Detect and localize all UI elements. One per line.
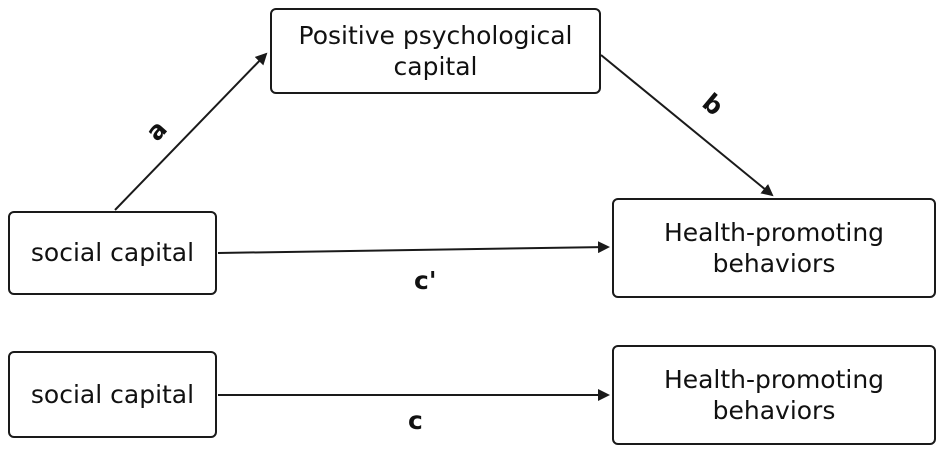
mediator-label: Positive psychological capital [298, 20, 573, 81]
arrow-c-prime [217, 241, 610, 254]
arrow-b [600, 54, 774, 197]
social-capital-node-top: social capital [8, 211, 217, 295]
social-capital-label-top: social capital [30, 238, 195, 268]
arrow-a [114, 52, 268, 211]
path-label-c-prime: c' [414, 266, 437, 295]
mediator-node: Positive psychological capital [270, 8, 601, 94]
health-promoting-label-top: Health-promoting behaviors [663, 217, 885, 278]
health-promoting-node-bottom: Health-promoting behaviors [612, 345, 936, 445]
social-capital-node-bottom: social capital [8, 351, 217, 438]
social-capital-label-bottom: social capital [30, 379, 195, 409]
health-promoting-label-bottom: Health-promoting behaviors [663, 364, 885, 425]
path-label-c: c [408, 406, 423, 435]
health-promoting-node-top: Health-promoting behaviors [612, 198, 936, 298]
